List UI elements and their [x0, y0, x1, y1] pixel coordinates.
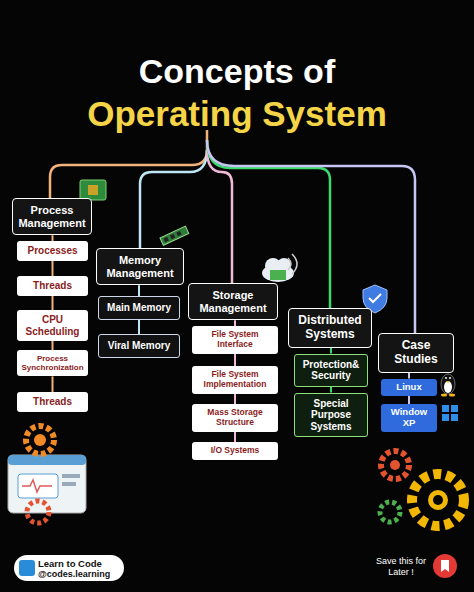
- node-label: Protection& Security: [298, 359, 364, 382]
- section-header: Process Management: [12, 198, 92, 235]
- topic-box: Mass Storage Structure: [192, 404, 278, 432]
- topic-box: Main Memory: [98, 296, 180, 320]
- node-label: CPU Scheduling: [20, 314, 85, 337]
- connector: [52, 341, 54, 350]
- topic-box: Special Purpose Systems: [294, 393, 368, 438]
- node-label: File System Implementation: [195, 370, 275, 390]
- save-note: Save this for Later !: [375, 556, 427, 578]
- node-label: Special Purpose Systems: [298, 398, 364, 433]
- connector: [52, 296, 54, 311]
- topic-box: Window XP: [381, 404, 437, 432]
- topic-box: Protection& Security: [294, 354, 368, 387]
- brand-name: Learn to Code: [38, 558, 102, 569]
- node-label: Window XP: [384, 407, 434, 429]
- title: Concepts of: [0, 52, 474, 91]
- node-label: Processes: [27, 245, 77, 257]
- connector: [52, 261, 54, 276]
- penguin-icon: [441, 374, 455, 397]
- section-header: Memory Management: [96, 248, 184, 285]
- brand-handle: @codes.learning: [38, 569, 110, 579]
- connector: [234, 432, 236, 442]
- cloud-icon: [262, 254, 297, 282]
- windows-icon: [442, 405, 458, 421]
- connector: [408, 373, 410, 379]
- node-label: Viral Memory: [108, 340, 171, 352]
- logo-mark: [19, 560, 35, 576]
- node-label: Memory Management: [101, 254, 179, 279]
- topic-box: CPU Scheduling: [17, 310, 88, 341]
- bookmark-icon: [441, 560, 449, 572]
- topic-box: Processes: [17, 241, 88, 261]
- connector: [408, 396, 410, 404]
- connector: [234, 354, 236, 366]
- connector: [330, 387, 332, 393]
- topic-box: File System Implementation: [192, 366, 278, 394]
- bookmark-button: [433, 554, 457, 578]
- node-label: I/O Systems: [211, 446, 260, 456]
- node-label: Case Studies: [383, 339, 449, 367]
- topic-box: Linux: [381, 379, 437, 396]
- node-label: Threads: [33, 396, 72, 408]
- topic-box: Process Synchronization: [17, 350, 88, 376]
- node-label: Process Synchronization: [20, 354, 85, 372]
- ram-icon: [160, 226, 189, 245]
- section-header: Distributed Systems: [288, 308, 372, 348]
- connector: [330, 348, 332, 354]
- node-label: Process Management: [17, 204, 87, 229]
- connector: [234, 394, 236, 404]
- title-line: Operating System: [0, 94, 474, 134]
- chip-icon: [80, 180, 106, 200]
- connector: [138, 320, 140, 335]
- topic-box: File System Interface: [192, 326, 278, 354]
- topic-box: Threads: [17, 276, 88, 296]
- node-label: Main Memory: [107, 302, 171, 314]
- topic-box: Threads: [17, 392, 88, 412]
- tree-lines: [50, 130, 415, 333]
- connector: [52, 376, 54, 392]
- browser-illustration: [8, 455, 86, 513]
- node-label: Storage Management: [193, 289, 273, 314]
- node-label: Mass Storage Structure: [195, 408, 275, 428]
- logo-pill: [14, 555, 124, 581]
- node-label: Linux: [396, 382, 421, 393]
- node-label: File System Interface: [195, 330, 275, 350]
- node-label: Distributed Systems: [293, 314, 367, 342]
- section-header: Storage Management: [188, 283, 278, 320]
- connector: [138, 285, 140, 296]
- node-label: Threads: [33, 280, 72, 292]
- gear-icons: [26, 426, 464, 526]
- topic-box: Viral Memory: [98, 334, 180, 358]
- topic-box: I/O Systems: [192, 442, 278, 460]
- section-header: Case Studies: [378, 333, 454, 373]
